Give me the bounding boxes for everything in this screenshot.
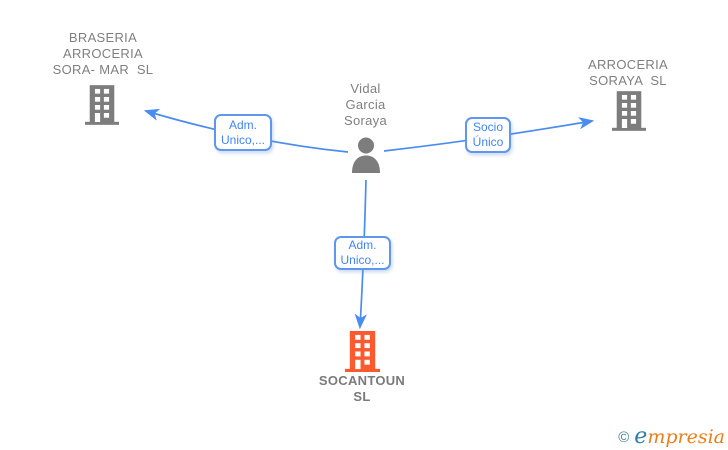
edge-label-socio-unico[interactable]: Socio Único — [465, 117, 511, 153]
building-icon-socantoun[interactable] — [344, 331, 381, 372]
company-label-braseria-arroceria-sora-mar[interactable]: BRASERIA ARROCERIA SORA- MAR SL — [52, 30, 154, 77]
person-label-vidal-garcia-soraya[interactable]: Vidal Garcia Soraya — [344, 81, 387, 128]
person-icon[interactable] — [349, 137, 383, 173]
company-label-socantoun[interactable]: SOCANTOUN SL — [318, 373, 406, 404]
brand-wordmark: empresia — [634, 424, 725, 449]
company-label-arroceria-soraya[interactable]: ARROCERIA SORAYA SL — [588, 57, 668, 88]
edge-label-adm-unico-bottom[interactable]: Adm. Unico,... — [334, 236, 391, 270]
building-icon-arroceria-soraya[interactable] — [612, 90, 646, 132]
edge-label-adm-unico-left[interactable]: Adm. Unico,... — [214, 114, 272, 151]
building-icon-braseria[interactable] — [85, 84, 119, 126]
empresia-logo[interactable]: © empresia — [618, 424, 725, 449]
copyright-icon: © — [618, 428, 630, 446]
